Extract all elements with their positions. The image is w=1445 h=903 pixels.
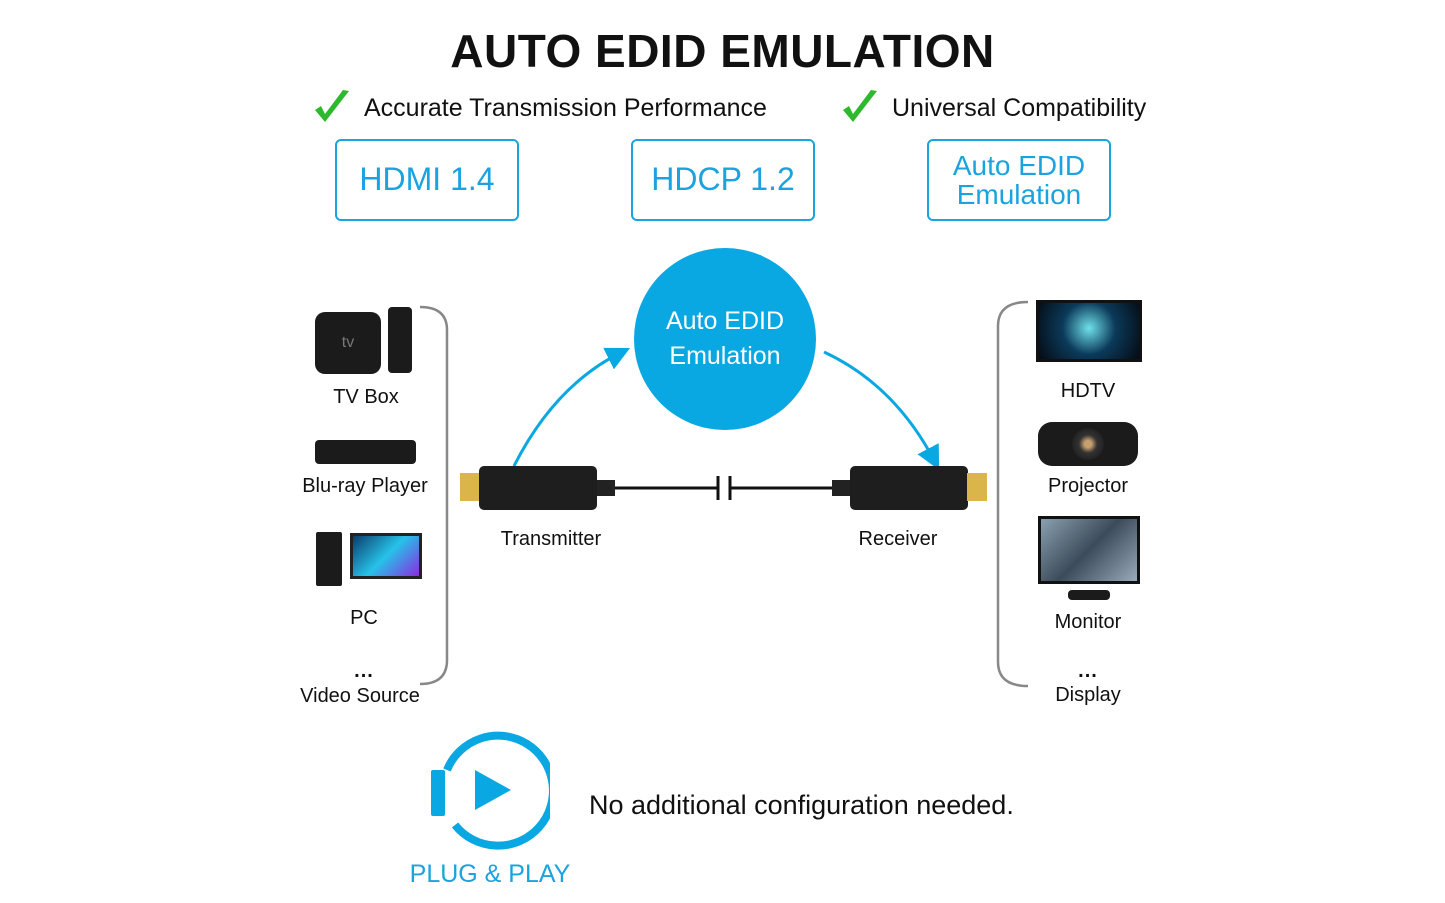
hdmi-plug (967, 473, 987, 501)
hdtv-image (1036, 300, 1142, 362)
plug-play-label: PLUG & PLAY (409, 860, 571, 888)
more-dots: ... (354, 660, 374, 682)
check-icon (315, 90, 349, 122)
transmitter-device (479, 466, 597, 510)
receiver-label: Receiver (858, 528, 938, 550)
source-bluray: Blu-ray Player (302, 475, 428, 497)
more-dots: ... (1078, 660, 1098, 682)
bluray-image (315, 440, 416, 464)
monitor-image (1038, 516, 1140, 584)
projector-image (1038, 422, 1138, 466)
feature-accurate: Accurate Transmission Performance (312, 88, 767, 128)
display-label: Display (1055, 684, 1121, 706)
source-pc: PC (350, 607, 378, 629)
arrow-from-edid (823, 350, 940, 470)
arrow-to-edid (512, 347, 631, 467)
transmitter-label: Transmitter (500, 528, 602, 550)
feature-compatibility: Universal Compatibility (840, 88, 1146, 128)
page-title: AUTO EDID EMULATION (450, 25, 995, 77)
spec-box-hdmi: HDMI 1.4 (335, 139, 519, 221)
display-hdtv: HDTV (1060, 380, 1116, 402)
source-bracket (419, 305, 449, 686)
feature-label: Accurate Transmission Performance (364, 93, 767, 122)
display-bracket (996, 300, 1029, 688)
pc-tower-image (316, 532, 342, 586)
spec-box-hdcp: HDCP 1.2 (631, 139, 815, 221)
receiver-device (850, 466, 968, 510)
video-source-label: Video Source (300, 685, 420, 707)
spec-box-edid: Auto EDID Emulation (927, 139, 1111, 221)
monitor-stand (1068, 590, 1110, 600)
pc-monitor-image (350, 533, 422, 579)
display-monitor: Monitor (1054, 611, 1122, 633)
tv-box-image: tv (315, 312, 381, 374)
feature-label: Universal Compatibility (892, 93, 1147, 122)
edid-circle: Auto EDID Emulation (634, 248, 816, 430)
edid-circle-label: Auto EDID Emulation (665, 307, 785, 370)
config-note: No additional configuration needed. (589, 790, 1014, 820)
check-icon (843, 90, 877, 122)
display-projector: Projector (1047, 475, 1129, 497)
source-tv-box: TV Box (333, 386, 399, 408)
tv-logo: tv (341, 334, 355, 351)
hdmi-plug (460, 473, 480, 501)
remote-image (388, 307, 412, 373)
plug-play-icon (431, 731, 550, 850)
